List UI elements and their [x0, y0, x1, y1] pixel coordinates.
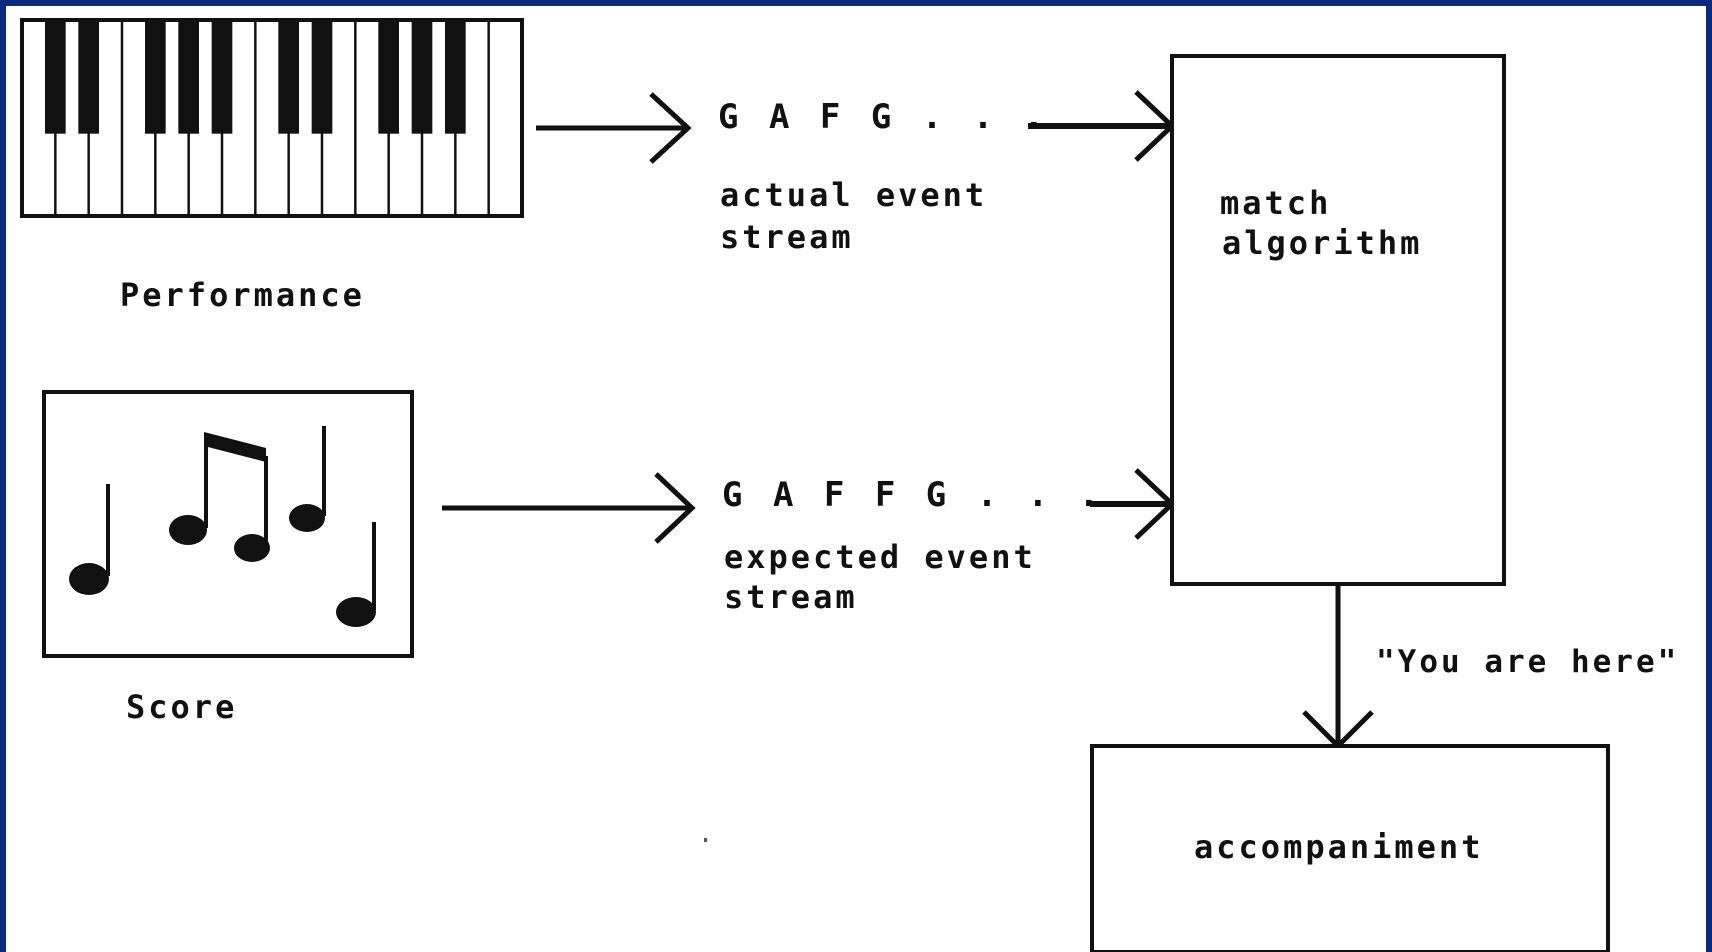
performance-label: Performance — [120, 276, 365, 314]
black-key — [378, 20, 399, 134]
black-key — [312, 20, 333, 134]
match-box-label-line2: algorithm — [1222, 224, 1422, 262]
black-key — [278, 20, 299, 134]
black-key — [78, 20, 99, 134]
arrow-actual-to-match — [1028, 92, 1172, 160]
black-key — [445, 20, 466, 134]
expected-event-sequence: G A F F G . . . — [722, 475, 1104, 515]
you-are-here-label: "You are here" — [1376, 644, 1679, 680]
score-following-diagram: Performance G A F G . . . actual event s… — [6, 6, 1706, 952]
black-key — [45, 20, 66, 134]
arrow-match-to-accompaniment — [1304, 586, 1372, 746]
arrow-performance-to-stream — [536, 94, 688, 162]
arrow-score-to-stream — [442, 474, 692, 542]
actual-stream-caption-line1: actual event — [720, 176, 987, 214]
match-box-label-line1: match — [1220, 184, 1331, 222]
score-sheet — [44, 392, 412, 656]
black-key — [412, 20, 433, 134]
actual-event-sequence: G A F G . . . — [718, 97, 1049, 137]
expected-stream-caption-line1: expected event — [724, 538, 1036, 576]
scan-speck — [704, 838, 707, 842]
diagram-frame: Performance G A F G . . . actual event s… — [6, 6, 1706, 952]
black-key — [178, 20, 199, 134]
black-key — [212, 20, 233, 134]
actual-stream-caption-line2: stream — [720, 218, 854, 256]
match-algorithm-box — [1172, 56, 1504, 584]
piano-keyboard-icon — [22, 20, 522, 216]
accompaniment-label: accompaniment — [1194, 828, 1483, 866]
black-key — [145, 20, 166, 134]
score-label: Score — [126, 688, 237, 726]
expected-stream-caption-line2: stream — [724, 578, 858, 616]
